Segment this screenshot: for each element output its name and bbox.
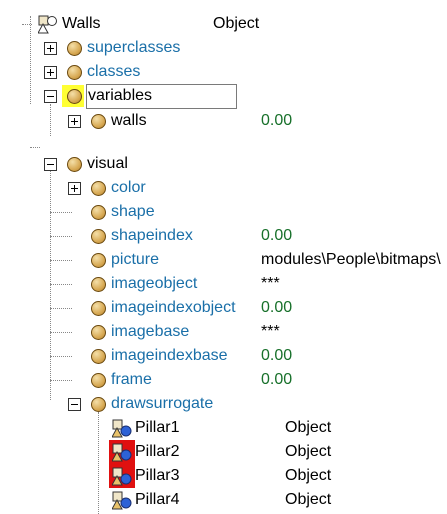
tree-node-classes[interactable]: classes — [0, 60, 447, 84]
ball-icon — [91, 205, 106, 220]
tree-node-imageindexbase[interactable]: imageindexbase 0.00 — [0, 344, 447, 368]
tree-node-label: shape — [111, 203, 155, 220]
tree-node-drawsurrogate[interactable]: drawsurrogate — [0, 392, 447, 416]
tree-node-value: *** — [261, 275, 280, 292]
tree-node-imageobject[interactable]: imageobject *** — [0, 272, 447, 296]
tree-node-value: Object — [213, 15, 260, 32]
ball-icon — [67, 89, 82, 104]
tree-line — [50, 104, 51, 136]
tree-node-frame[interactable]: frame 0.00 — [0, 368, 447, 392]
tree-node-label: Walls — [62, 15, 101, 32]
ball-icon — [67, 65, 82, 80]
tree-node-value: 0.00 — [261, 227, 293, 244]
tree-line — [30, 147, 40, 148]
object-icon — [112, 467, 132, 486]
selection-box — [86, 84, 237, 109]
tree-node-shape[interactable]: shape — [0, 200, 447, 224]
ball-icon — [67, 157, 82, 172]
tree-node-label: walls — [111, 112, 147, 129]
tree-line — [50, 308, 72, 309]
tree-node-walls[interactable]: walls 0.00 — [0, 109, 447, 133]
object-icon — [112, 443, 132, 462]
tree-node-label: superclasses — [87, 39, 181, 56]
tree-line — [98, 412, 99, 514]
tree-node-value: 0.00 — [261, 299, 293, 316]
tree-node-pillar1[interactable]: Pillar1 Object — [0, 416, 447, 440]
tree-node-label: shapeindex — [111, 227, 193, 244]
tree-node-label: Pillar2 — [135, 443, 180, 460]
tree-node-pillar2[interactable]: Pillar2 Object — [0, 440, 447, 464]
tree-node-label: imageindexbase — [111, 347, 228, 364]
object-icon — [112, 491, 132, 510]
tree-node-superclasses[interactable]: superclasses — [0, 36, 447, 60]
tree-node-label: color — [111, 179, 146, 196]
expand-plus-icon[interactable] — [68, 115, 81, 128]
tree-node-label: picture — [111, 251, 160, 268]
ball-icon — [91, 253, 106, 268]
tree-line — [30, 16, 31, 104]
expand-plus-icon[interactable] — [68, 182, 81, 195]
tree-node-shapeindex[interactable]: shapeindex 0.00 — [0, 224, 447, 248]
object-icon — [38, 15, 57, 34]
object-icon — [112, 419, 132, 438]
tree-node-label: Pillar1 — [135, 419, 180, 436]
tree-node-label: Pillar3 — [135, 467, 180, 484]
ball-icon — [91, 114, 106, 129]
tree-node-value: Object — [285, 419, 332, 436]
tree-node-value: Object — [285, 467, 332, 484]
collapse-minus-icon[interactable] — [44, 158, 57, 171]
ball-icon — [91, 325, 106, 340]
tree-node-value: 0.00 — [261, 371, 293, 388]
tree-node-value: *** — [261, 323, 280, 340]
tree-node-label: variables — [88, 87, 153, 104]
tree-line — [50, 284, 72, 285]
tree-node-label: classes — [87, 63, 141, 80]
tree-node-visual[interactable]: visual — [0, 152, 447, 176]
tree-line — [50, 356, 72, 357]
tree-node-picture[interactable]: picture modules\People\bitmaps\ — [0, 248, 447, 272]
ball-icon — [91, 277, 106, 292]
tree-line — [50, 380, 72, 381]
tree-node-color[interactable]: color — [0, 176, 447, 200]
ball-icon — [91, 397, 106, 412]
tree-line — [50, 170, 51, 400]
ball-icon — [91, 373, 106, 388]
ball-icon — [67, 41, 82, 56]
tree-node-walls-root[interactable]: Walls Object — [0, 12, 447, 36]
expand-plus-icon[interactable] — [44, 42, 57, 55]
tree-node-pillar4[interactable]: Pillar4 Object — [0, 488, 447, 512]
tree-node-imageindexobject[interactable]: imageindexobject 0.00 — [0, 296, 447, 320]
tree-line — [50, 260, 72, 261]
tree-node-label: drawsurrogate — [111, 395, 214, 412]
tree-node-label: frame — [111, 371, 152, 388]
tree-node-value: modules\People\bitmaps\ — [261, 251, 441, 268]
collapse-minus-icon[interactable] — [68, 398, 81, 411]
tree-node-value: Object — [285, 491, 332, 508]
tree-node-label: visual — [87, 155, 128, 172]
tree-node-label: imageobject — [111, 275, 198, 292]
collapse-minus-icon[interactable] — [44, 90, 57, 103]
tree-node-pillar3[interactable]: Pillar3 Object — [0, 464, 447, 488]
tree-node-label: imageindexobject — [111, 299, 236, 316]
ball-icon — [91, 181, 106, 196]
tree-node-label: imagebase — [111, 323, 190, 340]
tree-line — [22, 24, 32, 25]
tree-node-variables[interactable]: variables — [0, 84, 447, 109]
ball-icon — [91, 349, 106, 364]
tree-node-imagebase[interactable]: imagebase *** — [0, 320, 447, 344]
expand-plus-icon[interactable] — [44, 66, 57, 79]
tree-node-value: Object — [285, 443, 332, 460]
tree-line — [50, 332, 72, 333]
tree-line — [50, 212, 72, 213]
tree-line — [50, 236, 72, 237]
tree-node-value: 0.00 — [261, 112, 293, 129]
tree-node-label: Pillar4 — [135, 491, 180, 508]
ball-icon — [91, 229, 106, 244]
ball-icon — [91, 301, 106, 316]
tree-node-value: 0.00 — [261, 347, 293, 364]
